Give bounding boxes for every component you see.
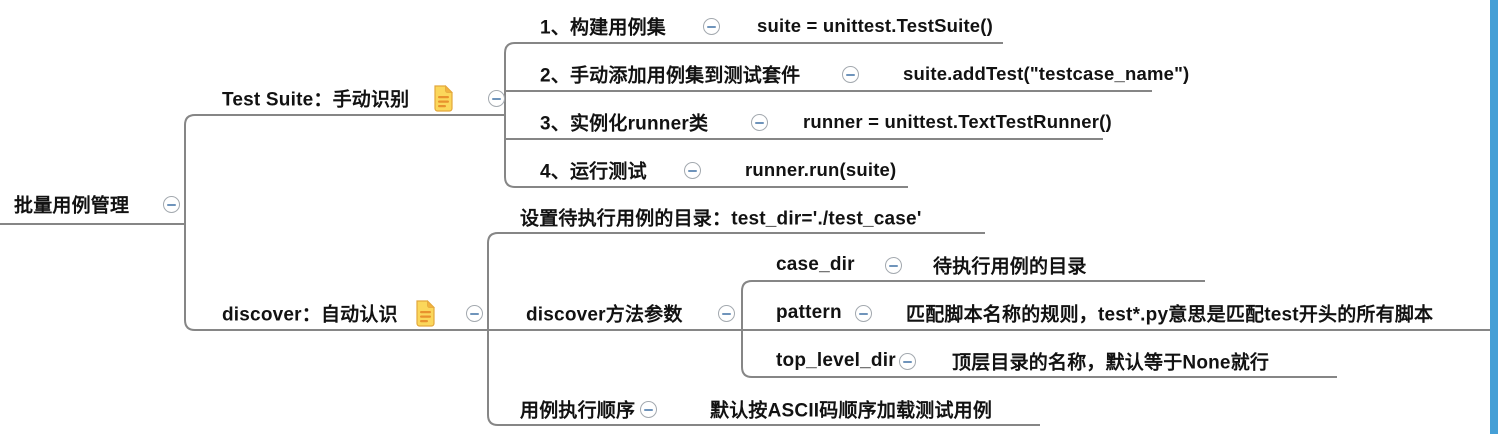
testsuite-step1-label[interactable]: 1、构建用例集	[540, 17, 666, 39]
discover-exec-order-desc[interactable]: 默认按ASCII码顺序加载测试用例	[710, 400, 993, 422]
testsuite-step1-code[interactable]: suite = unittest.TestSuite()	[757, 15, 994, 36]
main-branch-bracket	[184, 114, 505, 331]
param-pattern-desc[interactable]: 匹配脚本名称的规则，test*.py意思是匹配test开头的所有脚本	[906, 304, 1434, 326]
discover-dir-setting-label[interactable]: 设置待执行用例的目录：test_dir='./test_case'	[520, 208, 922, 230]
param-case-dir-collapse-icon[interactable]	[885, 257, 902, 274]
testsuite-step1-collapse-icon[interactable]	[703, 18, 720, 35]
discover-exec-order-collapse-icon[interactable]	[640, 401, 657, 418]
discover-params-label[interactable]: discover方法参数	[526, 304, 683, 326]
discover-collapse-icon[interactable]	[466, 305, 483, 322]
testsuite-step4-collapse-icon[interactable]	[684, 162, 701, 179]
param-top-level-dir-label[interactable]: top_level_dir	[776, 350, 896, 371]
testsuite-step4-code[interactable]: runner.run(suite)	[745, 159, 897, 180]
testsuite-step2-label[interactable]: 2、手动添加用例集到测试套件	[540, 65, 801, 87]
note-icon[interactable]	[432, 85, 454, 112]
right-edge-strip	[1490, 0, 1498, 434]
testsuite-step3-collapse-icon[interactable]	[751, 114, 768, 131]
root-collapse-icon[interactable]	[163, 196, 180, 213]
branch-testsuite-label[interactable]: Test Suite：手动识别	[222, 89, 410, 111]
discover-exec-order-label[interactable]: 用例执行顺序	[520, 400, 636, 422]
testsuite-step4-label[interactable]: 4、运行测试	[540, 161, 647, 183]
param-top-level-dir-collapse-icon[interactable]	[899, 353, 916, 370]
param-case-dir-desc[interactable]: 待执行用例的目录	[933, 256, 1087, 278]
testsuite-children-bracket	[504, 42, 1003, 188]
testsuite-step2-code[interactable]: suite.addTest("testcase_name")	[903, 63, 1190, 84]
param-top-level-dir-desc[interactable]: 顶层目录的名称，默认等于None就行	[952, 352, 1270, 374]
root-node-label[interactable]: 批量用例管理	[14, 195, 130, 217]
testsuite-step3-code[interactable]: runner = unittest.TextTestRunner()	[803, 111, 1112, 132]
testsuite-step3-label[interactable]: 3、实例化runner类	[540, 113, 709, 135]
param-case-dir-label[interactable]: case_dir	[776, 254, 855, 275]
params-children-bracket	[741, 280, 1337, 378]
note-icon[interactable]	[414, 300, 436, 327]
branch-discover-label[interactable]: discover：自动认识	[222, 304, 398, 326]
param-pattern-label[interactable]: pattern	[776, 302, 842, 323]
param-pattern-collapse-icon[interactable]	[855, 305, 872, 322]
testsuite-step2-collapse-icon[interactable]	[842, 66, 859, 83]
testsuite-collapse-icon[interactable]	[488, 90, 505, 107]
discover-params-collapse-icon[interactable]	[718, 305, 735, 322]
